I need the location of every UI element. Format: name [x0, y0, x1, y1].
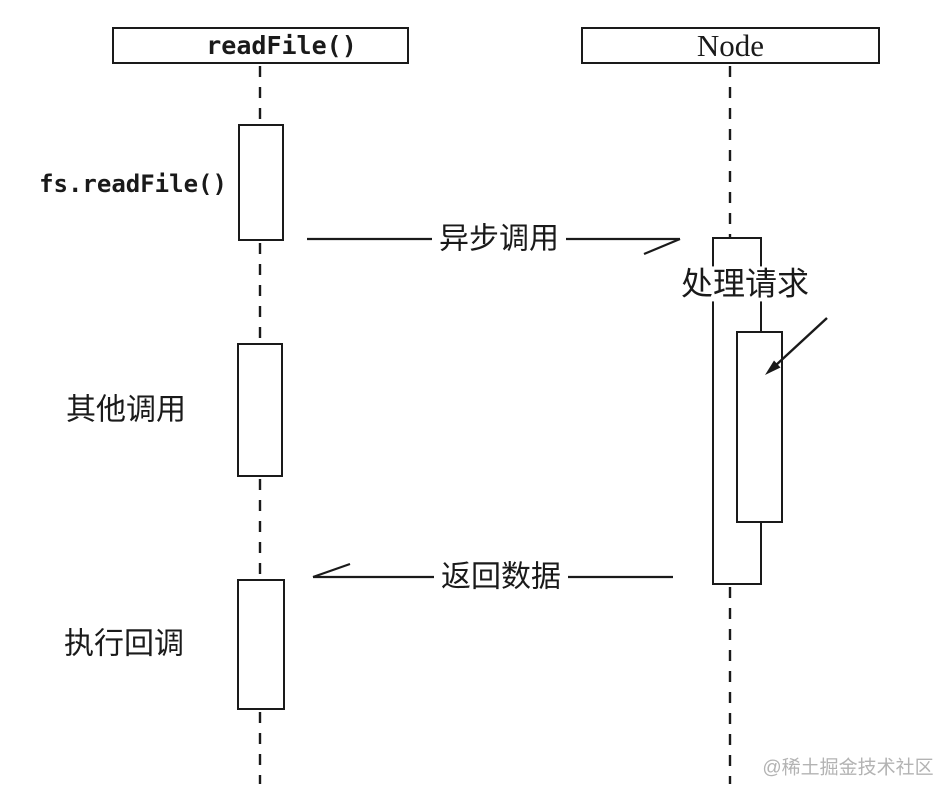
- message-label-async-call: 异步调用: [432, 222, 566, 256]
- activation-box-fs-readfile: [238, 124, 284, 241]
- lifeline-header-node-label: Node: [696, 27, 765, 63]
- handle-request-pointer-head: [765, 360, 781, 375]
- handle-request-pointer-line: [774, 317, 828, 367]
- label-other-calls: 其他调用: [66, 393, 186, 427]
- message-label-return-data: 返回数据: [434, 560, 568, 594]
- label-fs-readfile: fs.readFile(): [39, 169, 227, 198]
- return-data-arrow-head: [312, 562, 351, 579]
- handle-request-pointer-arrow: [765, 317, 828, 375]
- lifeline-header-readfile: readFile(): [112, 27, 409, 64]
- label-handle-request: 处理请求: [677, 266, 813, 302]
- activation-box-exec-callback: [237, 579, 285, 710]
- label-exec-callback: 执行回调: [64, 627, 184, 661]
- lifeline-header-readfile-label: readFile(): [206, 31, 357, 60]
- async-call-arrow-head: [643, 237, 681, 256]
- activation-box-other-calls: [237, 343, 283, 477]
- watermark: @稀土掘金技术社区: [762, 757, 934, 779]
- lifeline-header-node: Node: [581, 27, 880, 64]
